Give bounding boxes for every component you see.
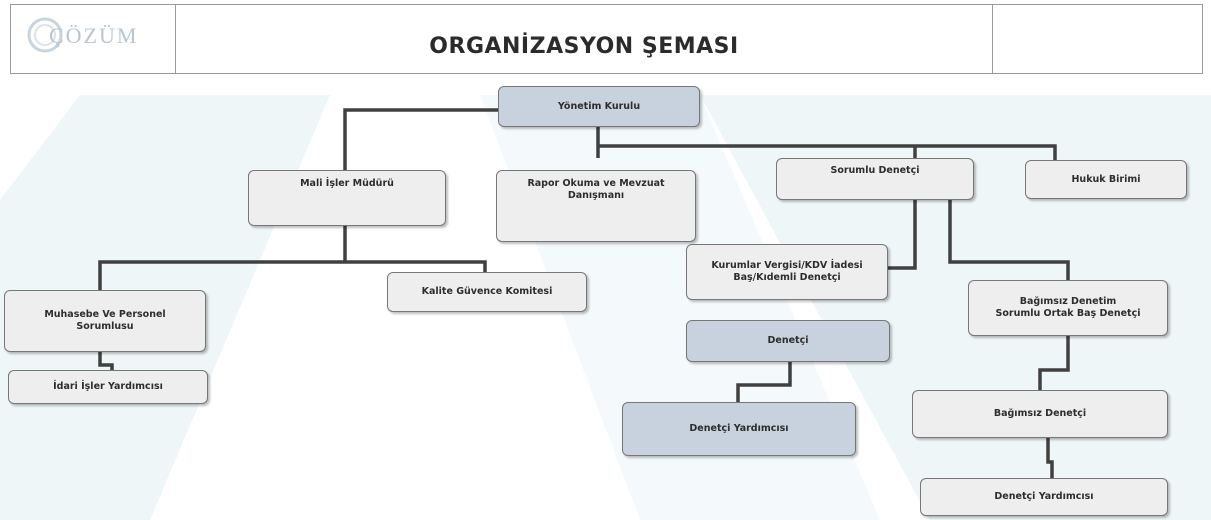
company-logo: ÇÖZÜM [11, 5, 176, 73]
node-bagimsiz-denetci: Bağımsız Denetçi [912, 390, 1168, 438]
node-label: Rapor Okuma ve Mevzuat Danışmanı [527, 178, 665, 201]
node-label: Denetçi Yardımcısı [994, 491, 1094, 503]
page-title: ORGANİZASYON ŞEMASI [429, 33, 739, 59]
node-rapor-okuma-danismani: Rapor Okuma ve Mevzuat Danışmanı [496, 170, 696, 242]
node-label: Hukuk Birimi [1071, 173, 1141, 185]
node-bagimsiz-denetim-ortak: Bağımsız Denetim Sorumlu Ortak Baş Denet… [968, 280, 1168, 336]
node-label: Denetçi [767, 335, 809, 347]
node-label: İdari İşler Yardımcısı [53, 381, 163, 393]
node-label: Yönetim Kurulu [557, 100, 641, 112]
node-label: Bağımsız Denetim Sorumlu Ortak Baş Denet… [995, 296, 1141, 319]
header-right-cell [992, 5, 1202, 73]
logo-text: ÇÖZÜM [49, 23, 139, 48]
node-label: Kurumlar Vergisi/KDV İadesi Baş/Kıdemli … [711, 260, 863, 283]
node-denetci: Denetçi [686, 320, 890, 362]
node-label: Bağımsız Denetçi [993, 408, 1087, 420]
header-bar: ÇÖZÜM ORGANİZASYON ŞEMASI [10, 4, 1203, 74]
node-mali-isler-muduru: Mali İşler Müdürü [248, 170, 446, 226]
node-label: Sorumlu Denetçi [830, 165, 920, 176]
node-idari-isler-yardimcisi: İdari İşler Yardımcısı [8, 370, 208, 404]
node-kalite-guvence-komitesi: Kalite Güvence Komitesi [387, 272, 587, 312]
node-muhasebe-personel-sorumlusu: Muhasebe Ve Personel Sorumlusu [4, 290, 206, 352]
node-yonetim-kurulu: Yönetim Kurulu [498, 86, 700, 127]
node-denetci-yardimcisi-right: Denetçi Yardımcısı [920, 478, 1168, 516]
node-sorumlu-denetci: Sorumlu Denetçi [776, 158, 974, 200]
node-label: Denetçi Yardımcısı [689, 423, 789, 435]
node-kurumlar-vergisi-denetci: Kurumlar Vergisi/KDV İadesi Baş/Kıdemli … [686, 244, 888, 300]
logo-ring-icon [27, 17, 63, 53]
node-denetci-yardimcisi-left: Denetçi Yardımcısı [622, 402, 856, 456]
node-label: Mali İşler Müdürü [300, 178, 394, 189]
node-label: Muhasebe Ve Personel Sorumlusu [44, 309, 166, 332]
node-hukuk-birimi: Hukuk Birimi [1025, 160, 1187, 199]
node-label: Kalite Güvence Komitesi [421, 286, 553, 298]
